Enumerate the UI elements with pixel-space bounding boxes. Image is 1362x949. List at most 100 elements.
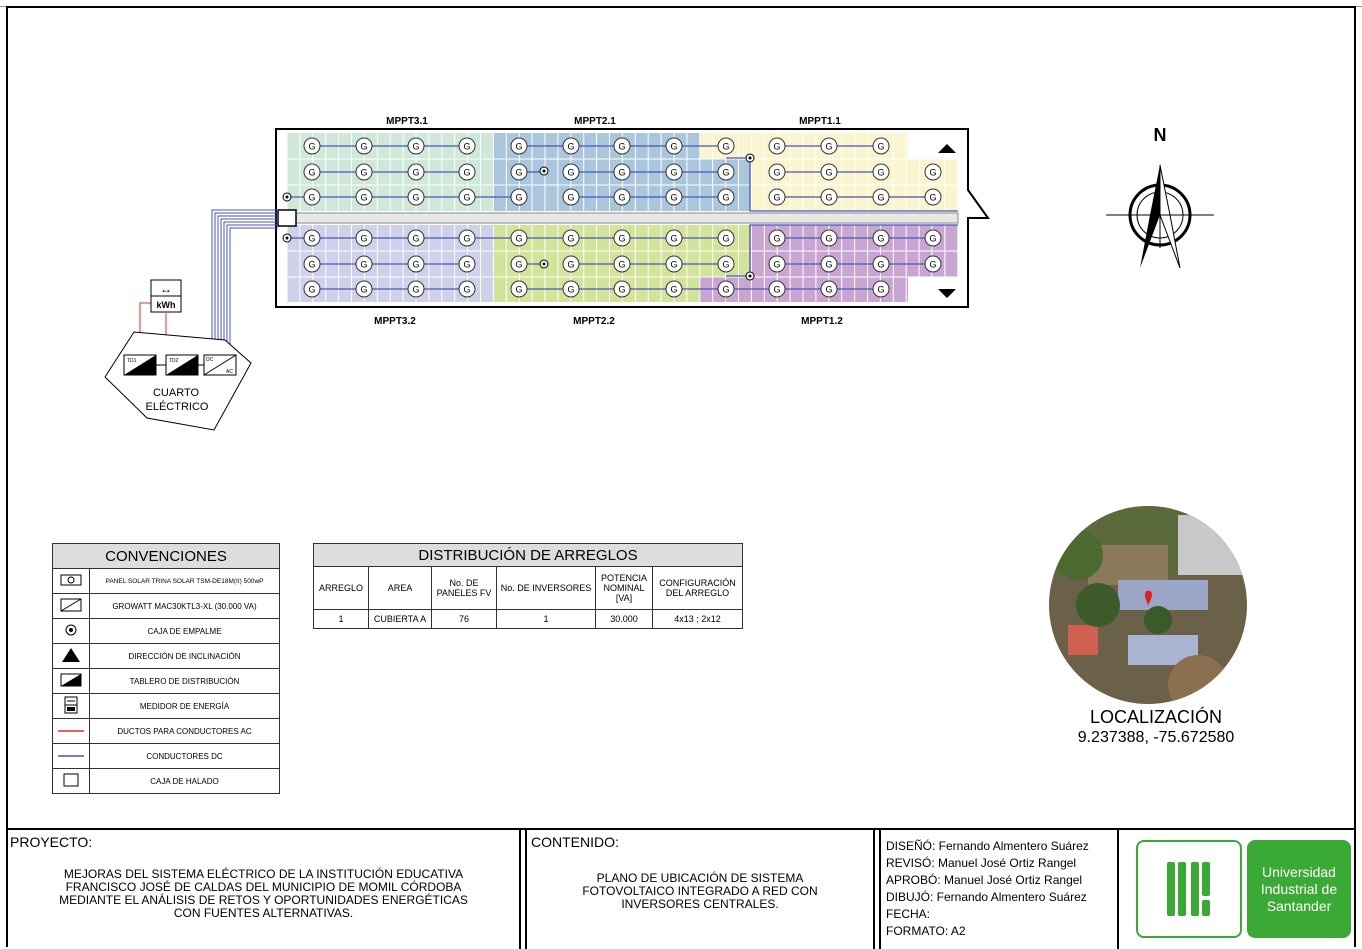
dc-conductor-bundle [211,209,278,362]
svg-text:G: G [722,142,729,152]
dc-string-wire [726,237,933,290]
solar-panel-icon: G [665,255,683,273]
svg-text:G: G [515,168,522,178]
svg-text:G: G [308,260,315,270]
svg-text:G: G [773,142,780,152]
credits-cell [879,830,1119,949]
roof-ridge [277,212,959,224]
junction-box-icon [65,624,77,636]
solar-panel-icon: G [665,163,683,181]
header-cell: ARREGLO [313,566,369,610]
svg-text:G: G [618,142,625,152]
svg-text:AC: AC [226,369,233,375]
svg-text:G: G [308,193,315,203]
header-cell: AREA [368,566,432,610]
svg-text:G: G [308,142,315,152]
svg-text:G: G [722,260,729,270]
inverter-icon: DC AC [203,354,237,376]
convention-row: DUCTOS PARA CONDUCTORES AC [52,718,280,744]
svg-text:G: G [308,234,315,244]
svg-text:G: G [412,285,419,295]
svg-text:G: G [877,193,884,203]
svg-text:G: G [412,193,419,203]
convention-label: GROWATT MAC30KTL3-XL (30.000 VA) [89,593,280,619]
svg-text:G: G [722,285,729,295]
svg-text:G: G [670,193,677,203]
pull-box-icon [63,773,79,787]
electrical-room [104,331,252,431]
solar-panel-icon: G [510,255,528,273]
dc-string-wire [291,145,519,198]
solar-panel-icon: G [717,280,735,298]
solar-panel-icon: G [768,188,786,206]
solar-panel-icon: G [717,229,735,247]
solar-panel-icon: G [407,255,425,273]
convention-label: MEDIDOR DE ENERGÍA [89,693,280,719]
svg-text:G: G [825,285,832,295]
mppt3-1-label: MPPT3.1 [386,116,428,127]
table-cell: CUBIERTA A [368,609,432,629]
solar-panel-icon: G [820,255,838,273]
solar-panel-icon: G [510,188,528,206]
svg-text:G: G [773,285,780,295]
solar-panel-icon: G [510,229,528,247]
north-arrow-icon [1106,164,1214,269]
solar-panel-icon: G [872,188,890,206]
designer: DISEÑÓ: Fernando Almentero Suárez [886,839,1089,853]
convention-label: DIRECCIÓN DE INCLINACIÓN [89,643,280,669]
svg-text:G: G [929,260,936,270]
svg-text:G: G [567,142,574,152]
svg-text:G: G [463,168,470,178]
svg-text:G: G [360,285,367,295]
table-cell: 4x13 ; 2x12 [652,609,743,629]
solar-panel-icon: G [355,163,373,181]
solar-panel-icon: G [768,137,786,155]
solar-panel-icon: G [355,188,373,206]
uis-logo [1136,840,1242,938]
solar-panel-icon [60,574,82,586]
location-coords: 9.237388, -75.672580 [1077,729,1235,746]
convention-label: DUCTOS PARA CONDUCTORES AC [89,718,280,744]
svg-text:G: G [412,260,419,270]
solar-panel-icon: G [355,137,373,155]
solar-panel-icon: G [510,137,528,155]
distribution-title: DISTRIBUCIÓN DE ARREGLOS [313,543,743,567]
svg-text:G: G [825,260,832,270]
svg-text:G: G [412,142,419,152]
solar-panel-icon: G [355,229,373,247]
svg-text:G: G [618,260,625,270]
svg-text:G: G [515,285,522,295]
convention-label: TABLERO DE DISTRIBUCIÓN [89,668,280,694]
solar-panel-icon: G [820,280,838,298]
electrical-room-label-1: CUARTO [153,387,199,399]
solar-panel-icon: G [768,255,786,273]
solar-panel-icon: G [458,137,476,155]
svg-text:G: G [773,260,780,270]
svg-text:G: G [877,234,884,244]
solar-panel-icon: G [768,163,786,181]
svg-text:G: G [308,285,315,295]
svg-text:G: G [722,168,729,178]
solar-panel-icon: G [872,163,890,181]
conventions-table: CONVENCIONES PANEL SOLAR TRINA SOLAR TSM… [52,543,280,794]
svg-text:G: G [670,142,677,152]
tilt-direction-icon [938,144,956,153]
map-pin-icon [1145,590,1152,607]
solar-panel-icon: G [665,229,683,247]
solar-panel-icon: G [303,255,321,273]
solar-panel-icon: G [613,255,631,273]
svg-text:G: G [825,142,832,152]
dc-conductor-line-icon [58,754,84,757]
table-cell: 1 [496,609,596,629]
distribution-board-td2: TD2 [165,354,199,376]
svg-text:G: G [929,193,936,203]
solar-panel-icon: G [613,137,631,155]
svg-text:TD1: TD1 [127,358,137,364]
junction-box-icon [539,259,549,269]
convention-row: PANEL SOLAR TRINA SOLAR TSM-DE18M(II) 50… [52,568,280,594]
ac-duct-line-icon [58,729,84,732]
convention-label: CONDUCTORES DC [89,743,280,769]
dc-string-wire [749,224,958,274]
mppt3-2-label: MPPT3.2 [374,316,416,327]
content-cell: CONTENIDO: PLANO DE UBICACIÓN DE SISTEMA… [525,830,875,949]
